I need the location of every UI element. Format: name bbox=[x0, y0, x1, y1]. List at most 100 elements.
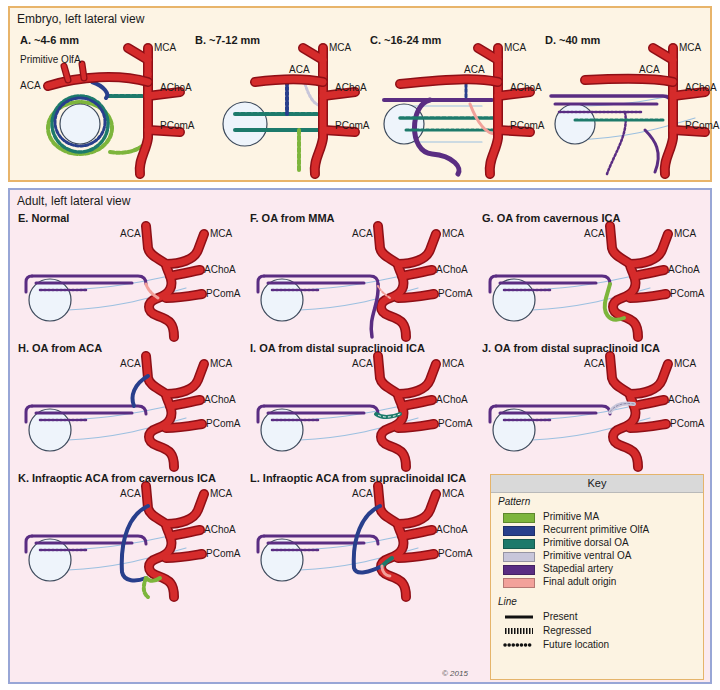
vessel-label: ACA bbox=[639, 64, 660, 76]
key-subheading: Pattern bbox=[498, 496, 530, 508]
legend-swatch bbox=[503, 526, 535, 536]
vessel-label: PComA bbox=[206, 418, 240, 430]
vessel-label: ACA bbox=[289, 64, 310, 76]
legend-swatch bbox=[503, 578, 535, 588]
adult-panel-i bbox=[258, 356, 436, 467]
legend-text: Primitive dorsal OA bbox=[543, 537, 629, 549]
vessel-label: MCA bbox=[674, 358, 696, 370]
embryo-panel-a bbox=[48, 48, 180, 174]
legend-line-sample bbox=[503, 625, 535, 637]
legend-text: Present bbox=[543, 611, 577, 623]
vessel-label: MCA bbox=[154, 42, 176, 54]
panel-heading: J. OA from distal supraclinoid ICA bbox=[482, 342, 660, 354]
adult-panel-k bbox=[26, 486, 204, 597]
vessel-label: ACA bbox=[464, 64, 485, 76]
panel-heading: F. OA from MMA bbox=[250, 212, 335, 224]
vessel bbox=[48, 48, 180, 174]
adult-panel-f bbox=[258, 226, 436, 337]
signature: © 2015 bbox=[442, 668, 468, 680]
vessel-label: ACA bbox=[120, 228, 141, 240]
vessel-label: MCA bbox=[442, 358, 464, 370]
vessel-label: AChoA bbox=[204, 524, 236, 536]
panel-heading: C. ~16-24 mm bbox=[370, 34, 441, 46]
vessel-label: PComA bbox=[160, 120, 194, 132]
panel-heading: G. OA from cavernous ICA bbox=[482, 212, 620, 224]
adult-panel-e bbox=[26, 226, 204, 337]
vessel-label: ACA bbox=[584, 358, 605, 370]
vessel-label: ACA bbox=[120, 488, 141, 500]
vessel-label: PComA bbox=[670, 288, 704, 300]
adult-panel-g bbox=[490, 226, 668, 337]
legend-line-sample bbox=[503, 611, 535, 623]
vessel-label: MCA bbox=[210, 488, 232, 500]
vessel-label: ACA bbox=[120, 358, 141, 370]
key-heading: Key bbox=[491, 475, 703, 493]
key-subheading: Line bbox=[498, 596, 517, 608]
vessel-label: MCA bbox=[679, 42, 701, 54]
vessel-label: PComA bbox=[510, 120, 544, 132]
legend-text: Primitive ventral OA bbox=[543, 550, 631, 562]
vessel-label: PComA bbox=[438, 288, 472, 300]
vessel-label: AChoA bbox=[436, 394, 468, 406]
vessel-label: ACA bbox=[352, 488, 373, 500]
legend-text: Recurrent primitive OlfA bbox=[543, 524, 649, 536]
legend-text: Primitive MA bbox=[543, 511, 599, 523]
legend-text: Future location bbox=[543, 639, 609, 651]
vessel-label: AChoA bbox=[510, 82, 542, 94]
vessel-label: AChoA bbox=[160, 82, 192, 94]
vessel-label: AChoA bbox=[668, 264, 700, 276]
legend-text: Stapedial artery bbox=[543, 563, 613, 575]
embryo-panel-b bbox=[223, 48, 355, 174]
vessel-label: Primitive OlfA bbox=[20, 54, 81, 66]
legend-line bbox=[505, 628, 533, 634]
legend-line bbox=[505, 616, 533, 619]
vessel-label: PComA bbox=[335, 120, 369, 132]
legend-text: Final adult origin bbox=[543, 576, 616, 588]
legend-swatch bbox=[503, 565, 535, 575]
adult-panel-l bbox=[258, 486, 436, 597]
panel-heading: E. Normal bbox=[18, 212, 69, 224]
legend-swatch bbox=[503, 513, 535, 523]
legend-swatch bbox=[503, 539, 535, 549]
adult-panel-j bbox=[490, 356, 668, 467]
adult-band: Adult, left lateral viewKeyPrimitive MAR… bbox=[8, 188, 712, 684]
vessel-label: AChoA bbox=[204, 264, 236, 276]
panel-heading: D. ~40 mm bbox=[545, 34, 600, 46]
vessel-label: MCA bbox=[442, 228, 464, 240]
vessel-label: MCA bbox=[674, 228, 696, 240]
vessel-label: MCA bbox=[329, 42, 351, 54]
vessel-label: AChoA bbox=[668, 394, 700, 406]
vessel-label: ACA bbox=[352, 228, 373, 240]
band-heading: Adult, left lateral view bbox=[17, 194, 130, 208]
vessel-label: PComA bbox=[438, 418, 472, 430]
legend-line-sample bbox=[503, 639, 535, 651]
embryo-panel-c bbox=[384, 48, 530, 174]
legend-text: Regressed bbox=[543, 625, 591, 637]
vessel-label: AChoA bbox=[685, 82, 717, 94]
vessel-label: MCA bbox=[210, 228, 232, 240]
vessel-label: AChoA bbox=[436, 264, 468, 276]
vessel-label: AChoA bbox=[436, 524, 468, 536]
embryo-band: Embryo, left lateral view bbox=[8, 6, 712, 182]
legend-swatch bbox=[503, 552, 535, 562]
vessel-label: PComA bbox=[685, 120, 719, 132]
vessel-label: ACA bbox=[584, 228, 605, 240]
vessel-label: PComA bbox=[206, 548, 240, 560]
vessel-label: MCA bbox=[442, 488, 464, 500]
embryo-panel-d bbox=[551, 48, 705, 174]
panel-heading: L. Infraoptic ACA from supraclinoidal IC… bbox=[250, 472, 466, 484]
vessel-label: MCA bbox=[210, 358, 232, 370]
panel-heading: H. OA from ACA bbox=[18, 342, 102, 354]
adult-panel-h bbox=[26, 356, 204, 467]
vessel-label: AChoA bbox=[335, 82, 367, 94]
vessel-label: PComA bbox=[438, 548, 472, 560]
band-heading: Embryo, left lateral view bbox=[17, 12, 144, 26]
panel-heading: I. OA from distal supraclinoid ICA bbox=[250, 342, 425, 354]
vessel-label: ACA bbox=[20, 80, 41, 92]
vessel-label: MCA bbox=[504, 42, 526, 54]
legend-line bbox=[505, 643, 533, 647]
panel-heading: A. ~4-6 mm bbox=[20, 34, 79, 46]
vessel-label: ACA bbox=[352, 358, 373, 370]
vessel-label: AChoA bbox=[204, 394, 236, 406]
